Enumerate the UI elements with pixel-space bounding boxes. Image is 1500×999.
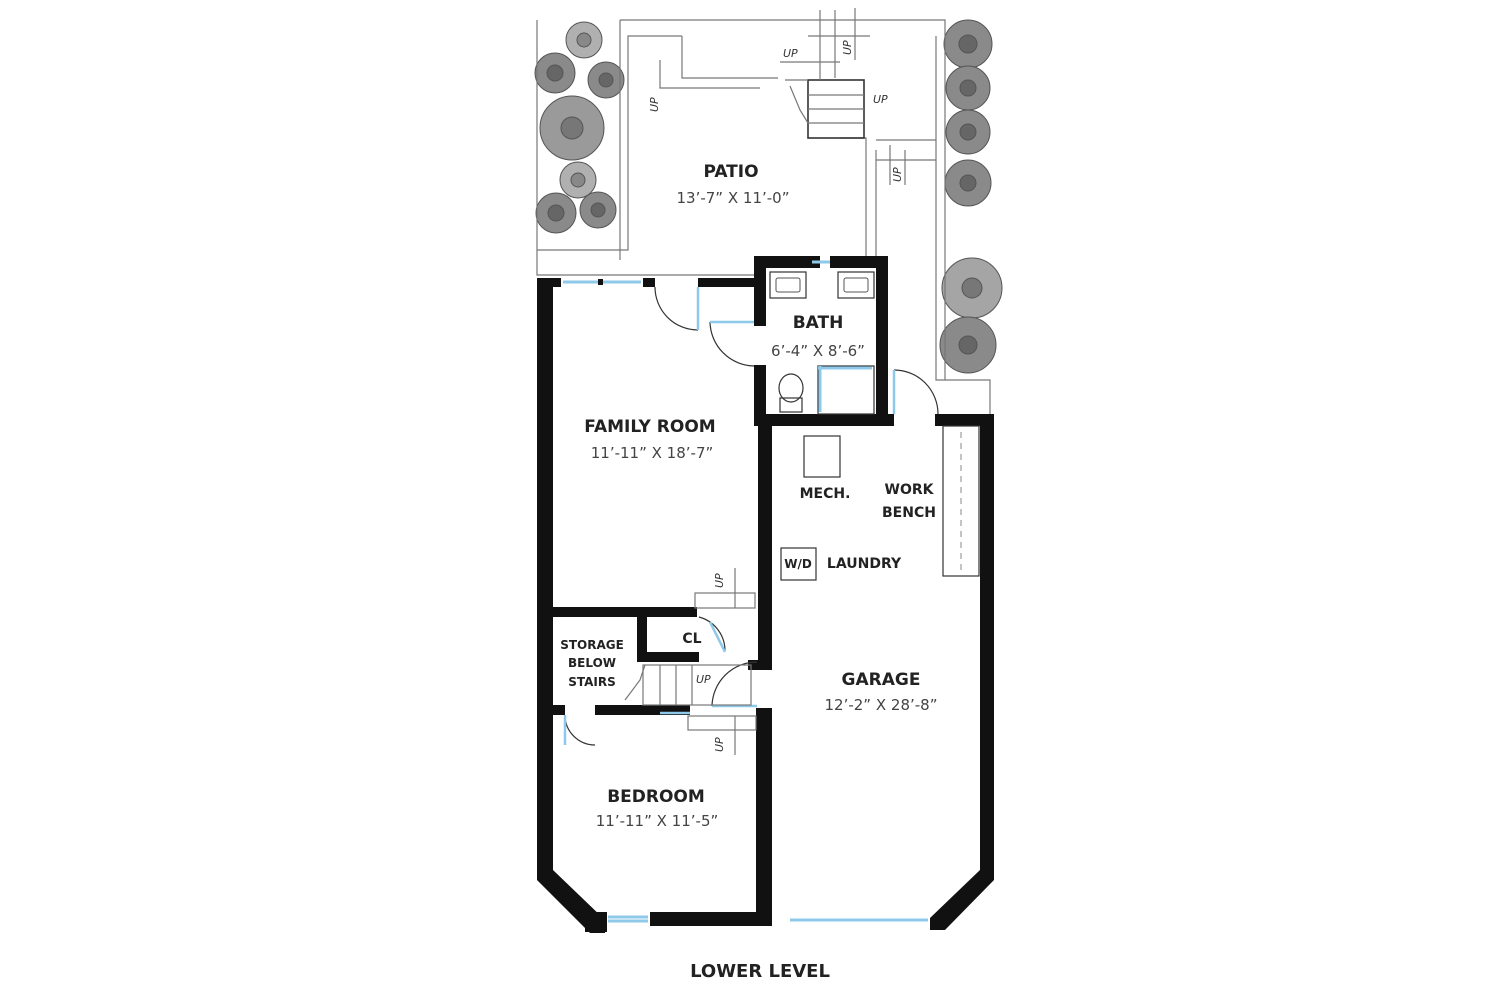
work-bench-label-2: BENCH: [882, 505, 936, 521]
shower-icon: [817, 365, 875, 415]
closet-door: [698, 616, 726, 651]
patio-dims: 13’-7” X 11’-0”: [677, 189, 790, 207]
patio-outline: [536, 19, 991, 418]
windows: [563, 260, 928, 923]
sink-icon: [837, 271, 875, 299]
doors: [563, 286, 939, 746]
plant-icon: [559, 161, 597, 199]
plant-icon: [565, 21, 603, 59]
family-room-door: [654, 286, 699, 331]
up-label: UP: [783, 47, 798, 60]
storage-label-3: STAIRS: [568, 675, 616, 689]
plant-icon: [943, 19, 993, 69]
bath-door: [709, 321, 755, 367]
laundry-label: LAUNDRY: [827, 556, 902, 572]
storage-label-1: STORAGE: [560, 638, 624, 652]
up-label: UP: [841, 40, 854, 55]
garage-door: [893, 369, 939, 415]
plant-icon: [941, 257, 1003, 319]
stair-up-labels: UP UP UP UP UP UP UP UP: [648, 40, 904, 752]
up-label: UP: [713, 573, 726, 588]
plant-icon: [535, 192, 577, 234]
interior-stairs: [624, 568, 757, 755]
plant-icon: [579, 191, 617, 229]
plant-icon: [945, 65, 991, 111]
up-label: UP: [696, 673, 711, 686]
family-room-dims: 11’-11” X 18’-7”: [591, 444, 714, 462]
garage-label: GARAGE: [842, 670, 921, 690]
up-label: UP: [713, 737, 726, 752]
garage-dims: 12’-2” X 28’-8”: [825, 696, 938, 714]
plant-icon: [539, 95, 605, 161]
plants-right: [939, 19, 1003, 374]
up-label: UP: [648, 97, 661, 112]
plant-icon: [944, 159, 992, 207]
up-label: UP: [891, 167, 904, 182]
work-bench-label-1: WORK: [885, 482, 935, 498]
bedroom-label: BEDROOM: [607, 787, 705, 807]
work-bench-counter: [942, 425, 980, 577]
patio-label: PATIO: [703, 162, 758, 182]
storage-door: [564, 714, 596, 746]
storage-label-2: BELOW: [568, 656, 616, 670]
bedroom-dims: 11’-11” X 11’-5”: [596, 812, 719, 830]
plant-icon: [587, 61, 625, 99]
toilet-icon: [778, 373, 804, 413]
mech-unit: [803, 435, 841, 478]
closet-label: CL: [682, 631, 701, 647]
family-room-label: FAMILY ROOM: [584, 417, 715, 437]
plant-icon: [939, 316, 997, 374]
garage-fixtures: [780, 425, 980, 581]
walls: [537, 256, 994, 933]
level-title: LOWER LEVEL: [690, 961, 830, 982]
stair-door: [711, 661, 758, 707]
patio-stairs: [780, 8, 906, 185]
wd-label: W/D: [784, 557, 812, 571]
sink-icon: [769, 271, 807, 299]
mech-label: MECH.: [800, 486, 851, 502]
washer-dryer: [780, 547, 817, 581]
plant-icon: [945, 109, 991, 155]
bath-label: BATH: [793, 313, 844, 333]
up-label: UP: [873, 93, 888, 106]
bath-dims: 6’-4” X 8’-6”: [771, 342, 865, 360]
bath-fixtures: [769, 271, 875, 415]
plants-left: [534, 21, 625, 234]
plant-icon: [534, 52, 576, 94]
